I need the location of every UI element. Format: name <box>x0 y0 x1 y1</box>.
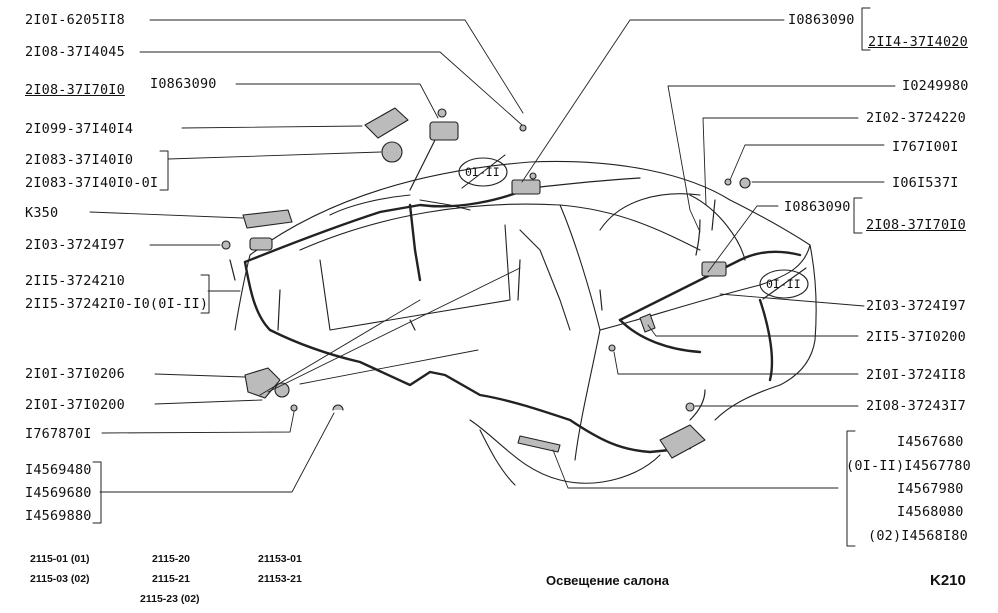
part-label: 2I0I-3724II8 <box>866 367 966 383</box>
nut-left <box>221 240 231 250</box>
part-label: 2I08-37I70I0 <box>866 217 966 233</box>
model-code: 2115-21 <box>152 573 190 585</box>
part-label: 2II5-37I0200 <box>866 329 966 345</box>
part-label: 2I0I-37I0206 <box>25 366 125 382</box>
variant-note: 0I-II <box>465 165 500 179</box>
diagram-caption: Освещение салона <box>546 573 670 588</box>
crossed-out-marks <box>458 154 809 300</box>
clip <box>332 404 344 411</box>
rear-lamp <box>249 237 273 251</box>
part-label: 2I08-37I70I0 <box>25 82 125 98</box>
harness-connector <box>517 435 561 453</box>
lamp-housing-top <box>429 121 459 141</box>
reading-lamp-front <box>364 107 409 139</box>
part-label: I4568080 <box>897 504 964 520</box>
part-label: I0249980 <box>902 78 969 94</box>
model-code: 2115-23 (02) <box>140 593 200 605</box>
part-label: I4569480 <box>25 462 92 478</box>
part-label: (0I-II)I4567780 <box>846 458 971 474</box>
model-code: 2115-01 (01) <box>30 553 90 565</box>
part-label: I4569680 <box>25 485 92 501</box>
model-code: 21153-01 <box>258 553 302 565</box>
part-label: 2I0I-37I0200 <box>25 397 125 413</box>
part-label: 2I083-37I40I0-0I <box>25 175 159 191</box>
part-label: 2II4-37I4020 <box>868 34 968 50</box>
brackets <box>92 7 871 547</box>
grommet <box>381 141 403 163</box>
part-label: 2I03-3724I97 <box>25 237 125 253</box>
part-label: I4569880 <box>25 508 92 524</box>
part-label: I4567680 <box>897 434 964 450</box>
part-label: 2I0I-6205II8 <box>25 12 125 28</box>
model-code: 21153-21 <box>258 573 302 585</box>
part-label: I06I537I <box>892 175 959 191</box>
roof-lamp <box>511 179 541 195</box>
clip-right <box>724 178 732 186</box>
switch-screw <box>290 404 298 412</box>
components <box>221 107 751 459</box>
variant-note: 0I-II <box>766 277 801 291</box>
page-code: K210 <box>930 572 966 589</box>
part-label: 2I03-3724I97 <box>866 298 966 314</box>
part-label: I4567980 <box>897 481 964 497</box>
washer-right <box>739 177 751 189</box>
part-label: I0863090 <box>150 76 217 92</box>
model-code: 2115-03 (02) <box>30 573 90 585</box>
part-label: 2I099-37I40I4 <box>25 121 134 137</box>
part-label: I0863090 <box>788 12 855 28</box>
part-label: I767I00I <box>892 139 959 155</box>
part-label: 2I08-37243I7 <box>866 398 966 414</box>
part-label: 2I08-37I4045 <box>25 44 125 60</box>
part-label: К350 <box>25 205 59 221</box>
part-label: I767870I <box>25 426 92 442</box>
car-body-outline <box>234 160 817 486</box>
model-code: 2115-20 <box>152 553 190 565</box>
part-label: 2II5-3724210 <box>25 273 125 289</box>
grommet-right <box>685 402 695 412</box>
switch-right <box>639 313 656 333</box>
part-label: 2II5-37242I0-I0(0I-II) <box>25 296 209 312</box>
part-label: 2I02-3724220 <box>866 110 966 126</box>
trunk-lamp <box>701 261 727 277</box>
part-label: 2I083-37I40I0 <box>25 152 134 168</box>
courtesy-lamp <box>659 424 706 459</box>
marker-plate-k350 <box>242 209 293 229</box>
part-label: (02)I4568I80 <box>868 528 968 544</box>
screw <box>519 124 527 132</box>
leader-lines <box>89 19 896 493</box>
part-label: I0863090 <box>784 199 851 215</box>
